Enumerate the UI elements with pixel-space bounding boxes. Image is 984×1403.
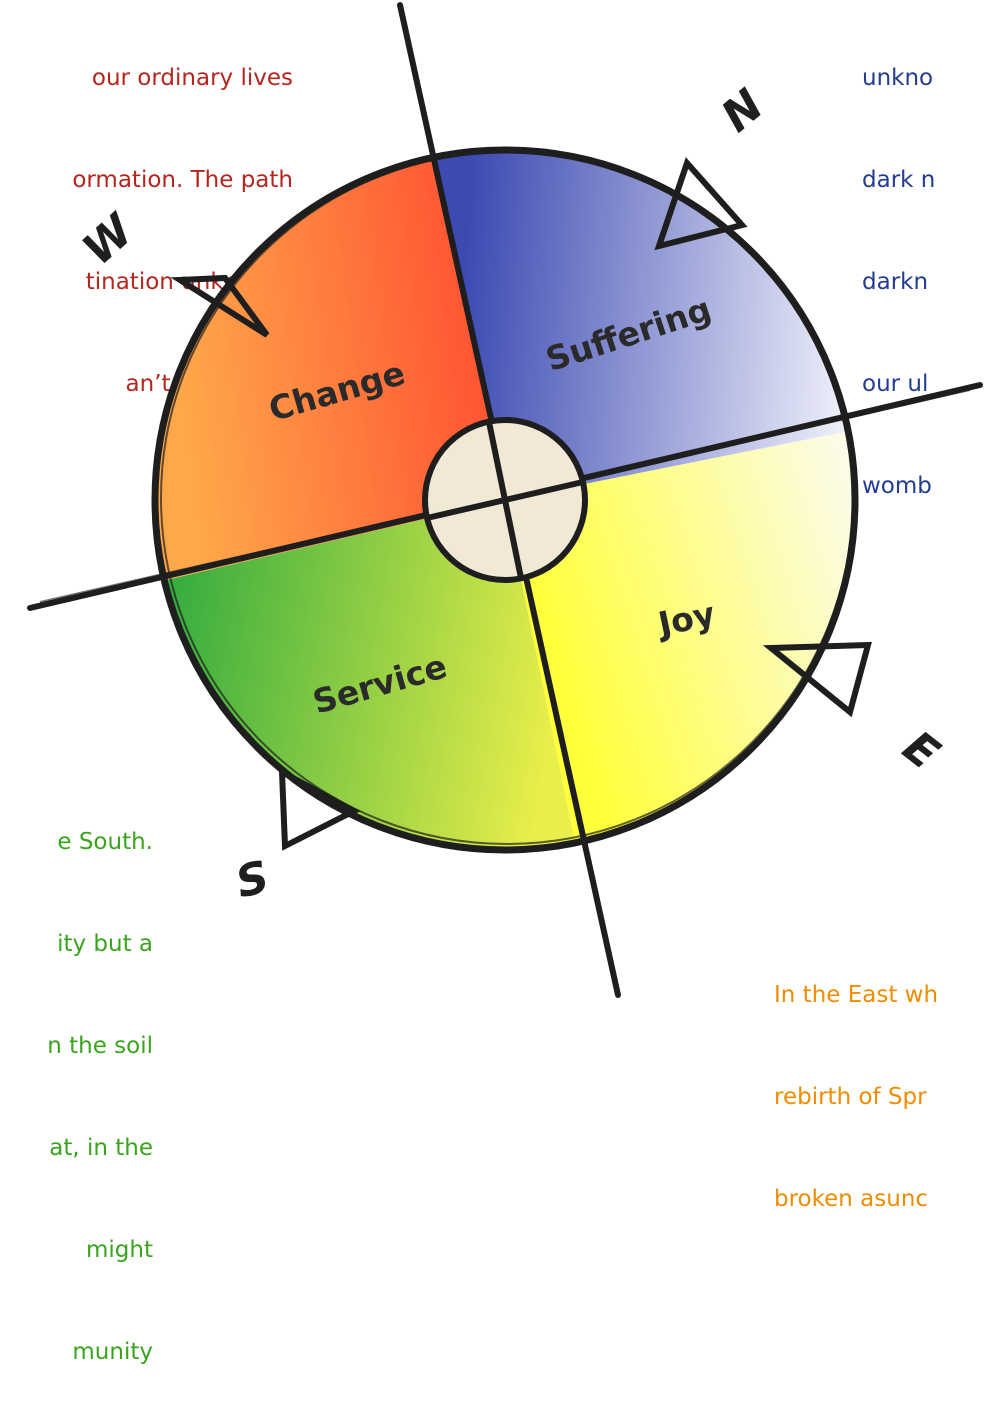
south-text-line: might: [47, 1233, 153, 1267]
south-text-line: at, in the: [47, 1131, 153, 1165]
north-letter: N: [712, 80, 773, 143]
west-letter: W: [73, 203, 145, 275]
east-text-line: broken asunc: [774, 1182, 938, 1216]
medicine-wheel-diagram: Change Suffering Joy Service N E S W: [0, 0, 984, 1000]
south-text-line: n the soil: [47, 1029, 153, 1063]
south-letter: S: [231, 851, 274, 908]
south-text-line: munity: [47, 1335, 153, 1369]
east-text-line: rebirth of Spr: [774, 1080, 938, 1114]
east-letter: E: [893, 721, 948, 780]
